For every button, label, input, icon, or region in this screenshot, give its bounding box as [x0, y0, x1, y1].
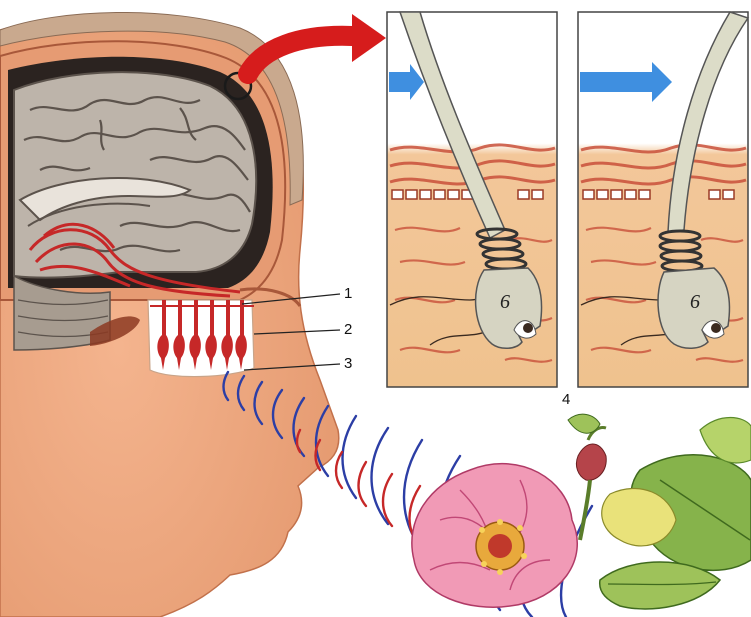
- label-1: 1: [344, 286, 352, 301]
- label-4: 4: [562, 392, 570, 407]
- rose-leaves: [568, 414, 751, 609]
- rose-flower: [412, 428, 606, 608]
- olfactory-epithelium: [148, 300, 254, 377]
- label-3: 3: [344, 356, 352, 371]
- bulb-label-left: 6: [500, 292, 510, 312]
- receptor-panel-left: [387, 12, 557, 387]
- label-2: 2: [344, 322, 352, 337]
- receptor-panel-right: [578, 12, 748, 387]
- bulb-label-right: 6: [690, 292, 700, 312]
